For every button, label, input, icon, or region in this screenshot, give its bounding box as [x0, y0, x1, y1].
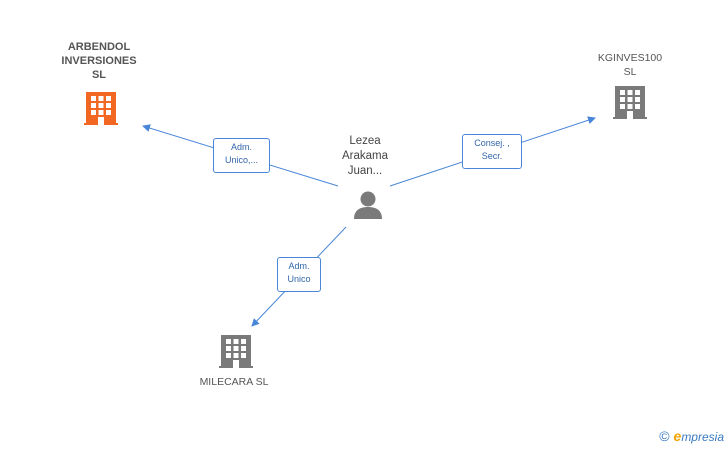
building-icon[interactable] [219, 335, 253, 368]
edge-label-line: Consej. , [474, 138, 510, 148]
edge-label-line: Secr. [481, 151, 503, 161]
company-name-kginves[interactable]: KGINVES100 SL [575, 51, 685, 79]
edge-label-line: Adm. [230, 142, 252, 152]
building-icon[interactable] [613, 86, 647, 119]
company-name-milecara[interactable]: MILECARA SL [174, 375, 294, 389]
person-name-line: Lezea [349, 135, 381, 147]
edge-label-arbendol[interactable]: Adm. Unico,... [213, 138, 270, 173]
building-icon[interactable] [84, 92, 118, 125]
company-name-line: SL [91, 69, 107, 81]
person-name-line: Juan... [347, 165, 383, 177]
company-name-arbendol[interactable]: ARBENDOL INVERSIONES SL [44, 40, 154, 82]
person-icon[interactable] [354, 191, 382, 220]
copyright-symbol: © [659, 428, 670, 444]
brand-initial: e [673, 428, 682, 444]
brand-name: mpresia [681, 430, 724, 444]
company-name-line: ARBENDOL [67, 41, 131, 53]
empresia-logo[interactable]: ©empresia [659, 428, 724, 444]
edge-label-milecara[interactable]: Adm. Unico [277, 257, 321, 292]
edge-label-line: Unico,... [224, 155, 258, 165]
edge-label-line: Adm. [288, 261, 310, 271]
person-name[interactable]: Lezea Arakama Juan... [320, 134, 410, 179]
edge-label-kginves[interactable]: Consej. , Secr. [462, 134, 522, 169]
edge-label-line: Unico [287, 274, 311, 284]
company-name-line: KGINVES100 [597, 52, 663, 64]
company-name-line: MILECARA SL [199, 376, 269, 388]
person-name-line: Arakama [341, 150, 389, 162]
company-name-line: INVERSIONES [61, 55, 137, 67]
company-name-line: SL [623, 66, 637, 78]
